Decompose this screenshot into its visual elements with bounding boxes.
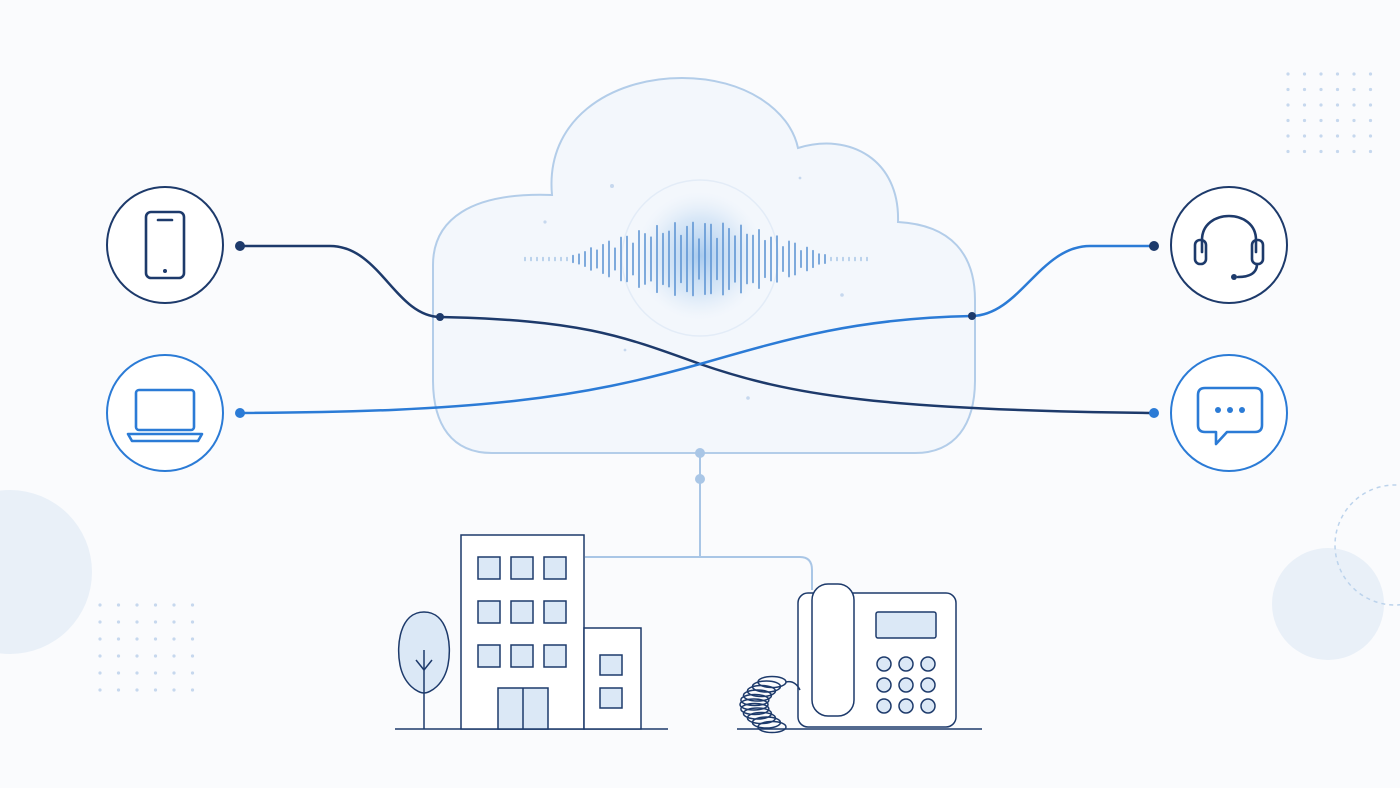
cloud-inner-ring <box>621 179 779 337</box>
endpoint-dot-smartphone <box>235 241 245 251</box>
junction-dot-left <box>436 313 444 321</box>
node-chat <box>1170 354 1288 472</box>
endpoint-dot-headset <box>1149 241 1159 251</box>
cloud-to-office-link <box>585 448 813 590</box>
desk-phone-icon <box>739 583 957 734</box>
endpoint-dot-laptop <box>235 408 245 418</box>
voice-glow <box>636 192 764 320</box>
decorations <box>0 72 1400 692</box>
chat-bubble-icon <box>1196 386 1264 446</box>
node-smartphone <box>106 186 224 304</box>
connections <box>235 241 1159 418</box>
connection-laptop-to-headset <box>238 244 1157 415</box>
cloud-sparkles <box>543 176 844 400</box>
connection-smartphone-to-chat <box>238 244 1157 415</box>
node-laptop <box>106 354 224 472</box>
tree-icon <box>397 611 451 729</box>
deco-circle-left <box>0 490 92 654</box>
junction-dot-right <box>968 312 976 320</box>
laptop-icon <box>126 388 204 443</box>
dot-grid-top-right <box>1286 72 1373 154</box>
smartphone-icon <box>144 210 186 280</box>
deco-dashed-circle-right <box>1334 484 1400 606</box>
endpoint-dot-chat <box>1149 408 1159 418</box>
office-building-icon <box>460 534 642 730</box>
voice-waveform-icon <box>524 221 868 297</box>
node-headset <box>1170 186 1288 304</box>
cloud <box>432 76 976 454</box>
deco-circle-right <box>1272 548 1384 660</box>
dot-grid-bottom-left <box>98 603 195 692</box>
headset-icon <box>1193 214 1265 280</box>
